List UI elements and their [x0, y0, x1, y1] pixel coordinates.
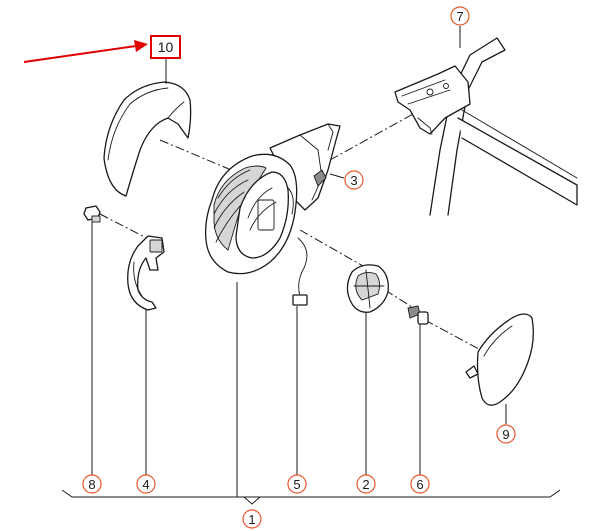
callout-7-label: 7 — [456, 9, 463, 24]
callout-5: 5 — [287, 474, 307, 494]
mirror-cap-part-10 — [103, 81, 192, 197]
callout-6-label: 6 — [416, 477, 423, 492]
callout-9: 9 — [496, 424, 516, 444]
callout-7: 7 — [450, 6, 470, 26]
screw-part-8 — [83, 205, 101, 223]
callout-10-label: 10 — [158, 39, 174, 55]
callout-4: 4 — [136, 474, 156, 494]
callout-3-label: 3 — [350, 173, 357, 188]
mirror-glass-part-9 — [465, 313, 534, 406]
callout-3: 3 — [344, 170, 364, 190]
red-arrow-icon — [23, 40, 148, 63]
callout-4-label: 4 — [142, 477, 149, 492]
callout-6: 6 — [410, 474, 430, 494]
callout-1-label: 1 — [248, 512, 255, 527]
callout-2-label: 2 — [362, 477, 369, 492]
callout-8: 8 — [82, 474, 102, 494]
mirror-housing-part-1 — [204, 153, 308, 306]
callout-10-highlighted: 10 — [150, 35, 181, 59]
door-frame-part-7 — [394, 37, 578, 216]
mirror-base-part-3 — [269, 123, 341, 211]
adjuster-motor-part-2 — [346, 264, 389, 313]
pin-part-6 — [407, 305, 429, 325]
callout-8-label: 8 — [88, 477, 95, 492]
callout-5-label: 5 — [293, 477, 300, 492]
callout-9-label: 9 — [502, 427, 509, 442]
leader-lines — [61, 26, 561, 505]
callout-1: 1 — [242, 509, 262, 529]
callout-2: 2 — [356, 474, 376, 494]
bracket-part-4 — [127, 235, 165, 311]
